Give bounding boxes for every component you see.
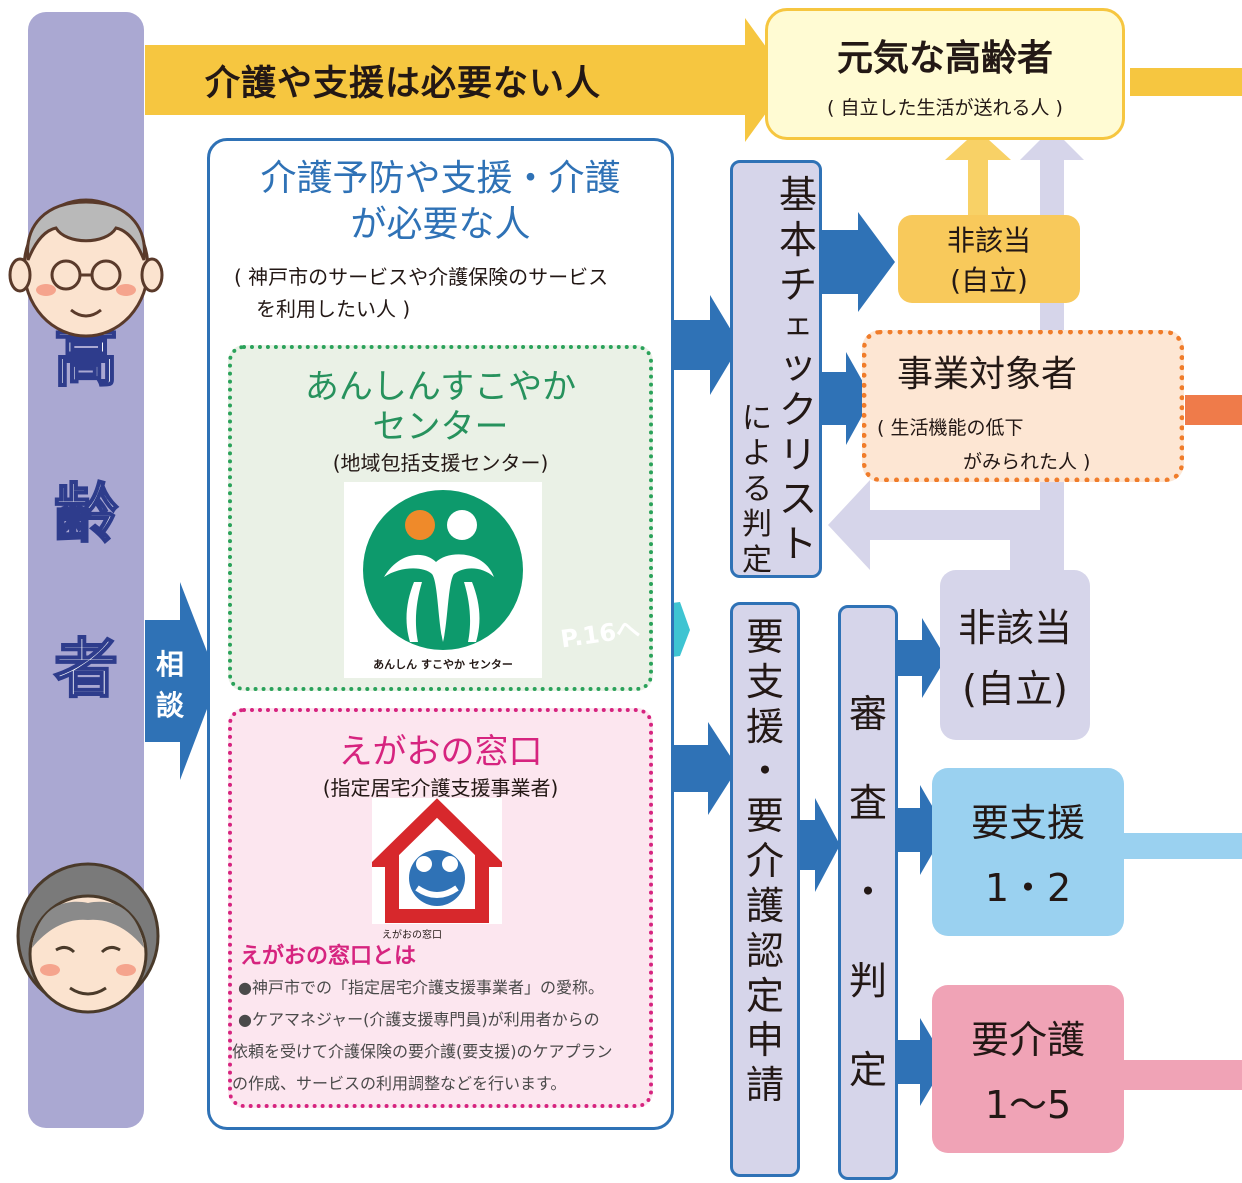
healthy-sub: ( 自立した生活が送れる人 ) <box>827 96 1063 119</box>
checklist-column: 基 本 チ ェ ッ ク リ ス ト に よ る 判 定 <box>730 160 822 578</box>
review-char-2: 査 <box>848 781 887 826</box>
checklist-side-4: 判 <box>742 507 772 543</box>
egao-bullet-2a: ●ケアマネジャー(介護支援専門員)が利用者からの <box>238 1010 600 1029</box>
to-application-arrow <box>672 722 738 815</box>
application-char-1: 要 <box>745 615 784 659</box>
checklist-char-1: 基 <box>778 173 817 217</box>
review-to-nongai-arrow <box>898 618 946 698</box>
top-band-arrow <box>145 18 790 142</box>
egao-logo <box>366 798 508 924</box>
jigyo-exit-line <box>1185 395 1242 425</box>
review-to-yoshien-arrow <box>898 785 946 875</box>
consult-char-1: 相 <box>155 647 184 681</box>
yoshien-exit-line <box>1120 833 1242 859</box>
checklist-char-8: ス <box>778 477 817 522</box>
program-target-title: 事業対象者 <box>897 354 1078 395</box>
elderly-woman-icon <box>16 862 160 1014</box>
application-column: 要 支 援 ・ 要 介 護 認 定 申 請 <box>730 602 800 1177</box>
need-title-2: が必要な人 <box>350 204 531 245</box>
checklist-char-5: ッ <box>778 342 817 387</box>
review-to-yokaigo-arrow <box>898 1018 946 1106</box>
anshin-logo-caption: あんしん すこやか センター <box>373 658 513 671</box>
anshin-logo-icon <box>363 490 523 650</box>
anshin-logo: あんしん すこやか センター <box>344 482 542 678</box>
return-arrow <box>828 480 1040 575</box>
checklist-to-nongai-arrow <box>820 212 895 312</box>
egao-bullet-2c: の作成、サービスの利用調整などを行います。 <box>232 1074 567 1093</box>
application-char-7: 護 <box>745 883 784 928</box>
consult-char-2: 談 <box>155 689 184 722</box>
anshin-center-box: あんしんすこやか センター (地域包括支援センター) あんしん すこやか センタ… <box>228 345 653 691</box>
program-target-sub2: がみられた人 ) <box>963 451 1091 473</box>
healthy-exit-line <box>1130 68 1242 96</box>
non-applicable-small-line2: (自立) <box>950 264 1028 297</box>
egao-bullet-2b: 依頼を受けて介護保険の要介護(要支援)のケアプラン <box>232 1042 613 1061</box>
egao-title: えがおの窓口 <box>338 732 543 772</box>
egao-logo-icon <box>366 798 508 923</box>
checklist-char-2: 本 <box>778 217 817 262</box>
up-arrow-yellow <box>945 130 1011 215</box>
application-char-11: 請 <box>745 1063 784 1108</box>
application-char-5: 要 <box>745 794 784 839</box>
checklist-char-9: ト <box>778 522 817 567</box>
application-char-6: 介 <box>745 839 784 884</box>
need-desc-1: ( 神戸市のサービスや介護保険のサービス <box>234 265 609 289</box>
review-char-1: 審 <box>848 692 887 737</box>
care-required-line1: 要介護 <box>970 1018 1085 1062</box>
egao-bullet-1: ●神戸市での「指定居宅介護支援事業者」の愛称。 <box>238 978 604 997</box>
review-column: 審 査 ・ 判 定 <box>838 605 898 1180</box>
egao-sub: (指定居宅介護支援事業者) <box>322 776 559 800</box>
program-target-sub1: ( 生活機能の低下 <box>877 417 1024 439</box>
checklist-side-5: 定 <box>742 542 772 578</box>
checklist-to-jigyo-arrow <box>820 352 872 445</box>
non-applicable-small-line1: 非該当 <box>946 224 1031 257</box>
egao-about-ruby: えがおの窓口 <box>382 930 442 941</box>
support-required-line1: 要支援 <box>970 801 1085 845</box>
application-to-review-arrow <box>800 798 840 892</box>
healthy-elderly-box: 元気な高齢者 ( 自立した生活が送れる人 ) <box>765 8 1125 140</box>
egao-about-title: えがおの窓口とは <box>240 944 417 969</box>
top-band-label: 介護や支援は必要ない人 <box>205 64 602 104</box>
consult-label: 相 談 <box>150 640 190 730</box>
care-required-box: 要介護 1〜5 <box>932 985 1124 1153</box>
non-applicable-big-box: 非該当 (自立) <box>940 570 1090 740</box>
elderly-man-icon <box>8 198 164 338</box>
non-applicable-big-line1: 非該当 <box>957 606 1072 650</box>
checklist-side-3: る <box>742 471 772 507</box>
review-char-5: 定 <box>848 1047 887 1092</box>
application-char-10: 申 <box>745 1018 784 1063</box>
elderly-char-2: 齢 <box>53 477 119 553</box>
application-char-4: ・ <box>745 749 784 794</box>
egao-window-box: えがおの窓口 (指定居宅介護支援事業者) えがおの窓口 えがおの窓口とは ●神戸… <box>228 708 653 1108</box>
review-char-4: 判 <box>848 958 887 1003</box>
checklist-side-1: に <box>742 401 772 436</box>
checklist-char-6: ク <box>778 387 817 432</box>
anshin-title-2: センター <box>372 407 509 447</box>
anshin-sub: (地域包括支援センター) <box>332 451 549 475</box>
application-char-2: 支 <box>745 659 784 704</box>
application-char-9: 定 <box>745 973 784 1018</box>
healthy-title: 元気な高齢者 <box>836 37 1053 79</box>
checklist-char-3: チ <box>778 262 817 307</box>
non-applicable-small-box: 非該当 (自立) <box>898 215 1080 303</box>
application-char-8: 認 <box>745 928 784 973</box>
to-checklist-arrow <box>672 295 740 395</box>
checklist-char-4: ェ <box>783 307 813 343</box>
support-required-box: 要支援 1・2 <box>932 768 1124 936</box>
checklist-char-7: リ <box>778 432 817 477</box>
elderly-char-3: 者 <box>53 632 119 708</box>
review-char-3: ・ <box>848 870 887 915</box>
support-required-line2: 1・2 <box>984 866 1072 910</box>
application-char-3: 援 <box>745 704 784 749</box>
need-title-1: 介護予防や支援・介護 <box>260 158 621 199</box>
program-target-box: 事業対象者 ( 生活機能の低下 がみられた人 ) <box>862 330 1184 482</box>
anshin-title-1: あんしんすこやか <box>304 367 577 407</box>
yokaigo-exit-line <box>1120 1060 1242 1090</box>
need-desc-2: を利用したい人 ) <box>256 297 411 321</box>
checklist-side-2: よ <box>742 436 772 472</box>
consult-arrow <box>145 582 218 780</box>
care-required-line2: 1〜5 <box>984 1083 1072 1127</box>
non-applicable-big-line2: (自立) <box>962 667 1068 711</box>
